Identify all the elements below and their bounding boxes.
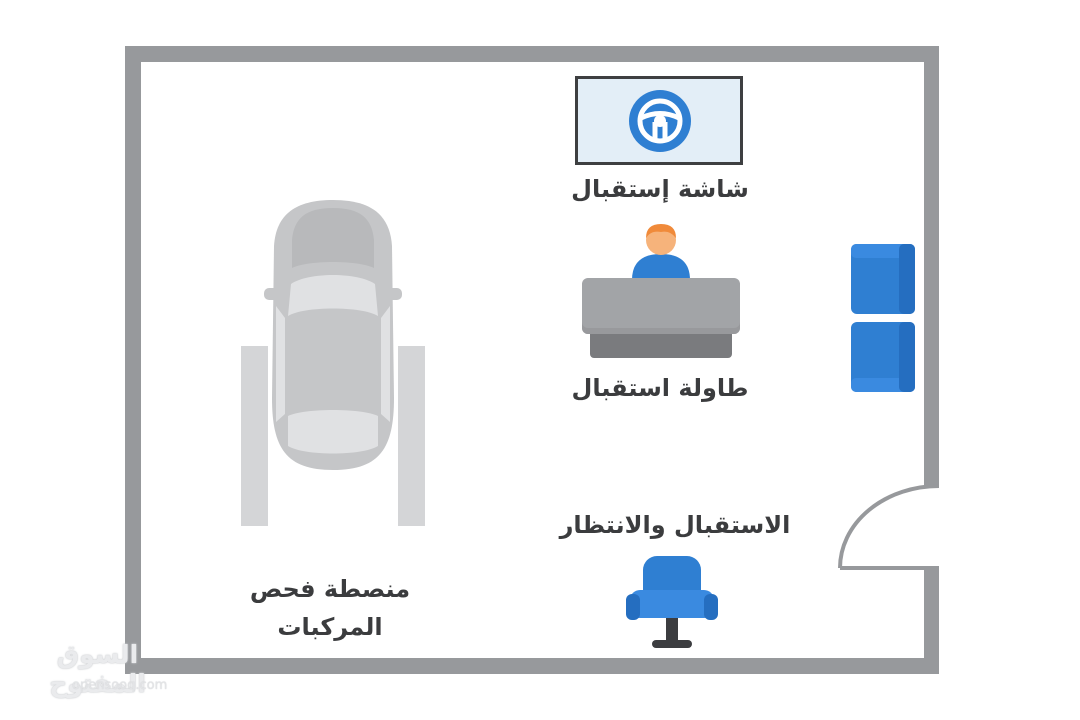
receptionist-icon (632, 224, 690, 280)
reception-desk (582, 278, 740, 334)
desk-label: طاولة استقبال (571, 374, 749, 402)
watermark-logo: السوق المفتوح opensooq.com (20, 640, 180, 702)
door-swing-icon (838, 484, 940, 570)
watermark-arabic: السوق المفتوح (49, 640, 146, 698)
watermark-latin: opensooq.com (72, 678, 168, 693)
reception-desk-base (590, 334, 732, 358)
armchair-icon (851, 322, 915, 392)
car-on-lift-icon (241, 200, 425, 526)
steering-wheel-icon (629, 90, 691, 152)
waiting-chair-icon (626, 556, 718, 648)
waiting-label: الاستقبال والانتظار (559, 511, 791, 539)
inspection-label: منصطة فحص المركبات (249, 575, 411, 641)
screen-label: شاشة إستقبال (571, 175, 749, 203)
armchair-icon (851, 244, 915, 314)
